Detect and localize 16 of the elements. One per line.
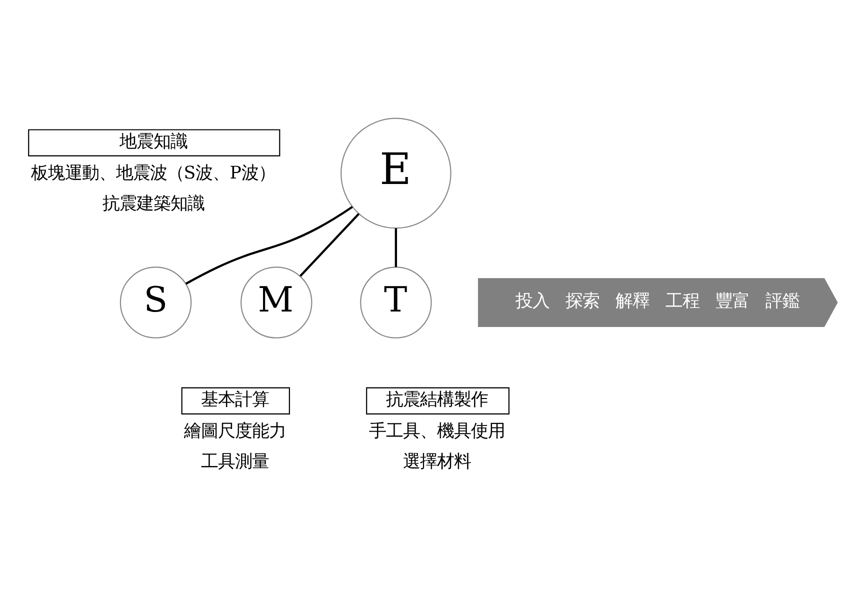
connector bbox=[394, 228, 398, 266]
connector bbox=[300, 212, 360, 276]
node-label: 抗震建築知識 bbox=[102, 193, 205, 214]
node-circle: T bbox=[360, 266, 432, 338]
node-label: 選擇材料 bbox=[402, 451, 471, 472]
connector bbox=[185, 205, 353, 284]
node-label: 板塊運動、地震波（S波、P波） bbox=[30, 162, 276, 183]
node-label: 繪圖尺度能力 bbox=[184, 421, 286, 442]
node-box: 基本計算 bbox=[181, 386, 290, 414]
node-circle: E bbox=[340, 117, 452, 228]
node-box: 地震知識 bbox=[28, 128, 280, 156]
node-label: 工具測量 bbox=[200, 451, 269, 472]
node-circle: S bbox=[120, 266, 192, 338]
node-box: 抗震結構製作 bbox=[366, 386, 510, 414]
node-circle: M bbox=[240, 266, 312, 338]
node-label: 手工具、機具使用 bbox=[368, 421, 505, 442]
